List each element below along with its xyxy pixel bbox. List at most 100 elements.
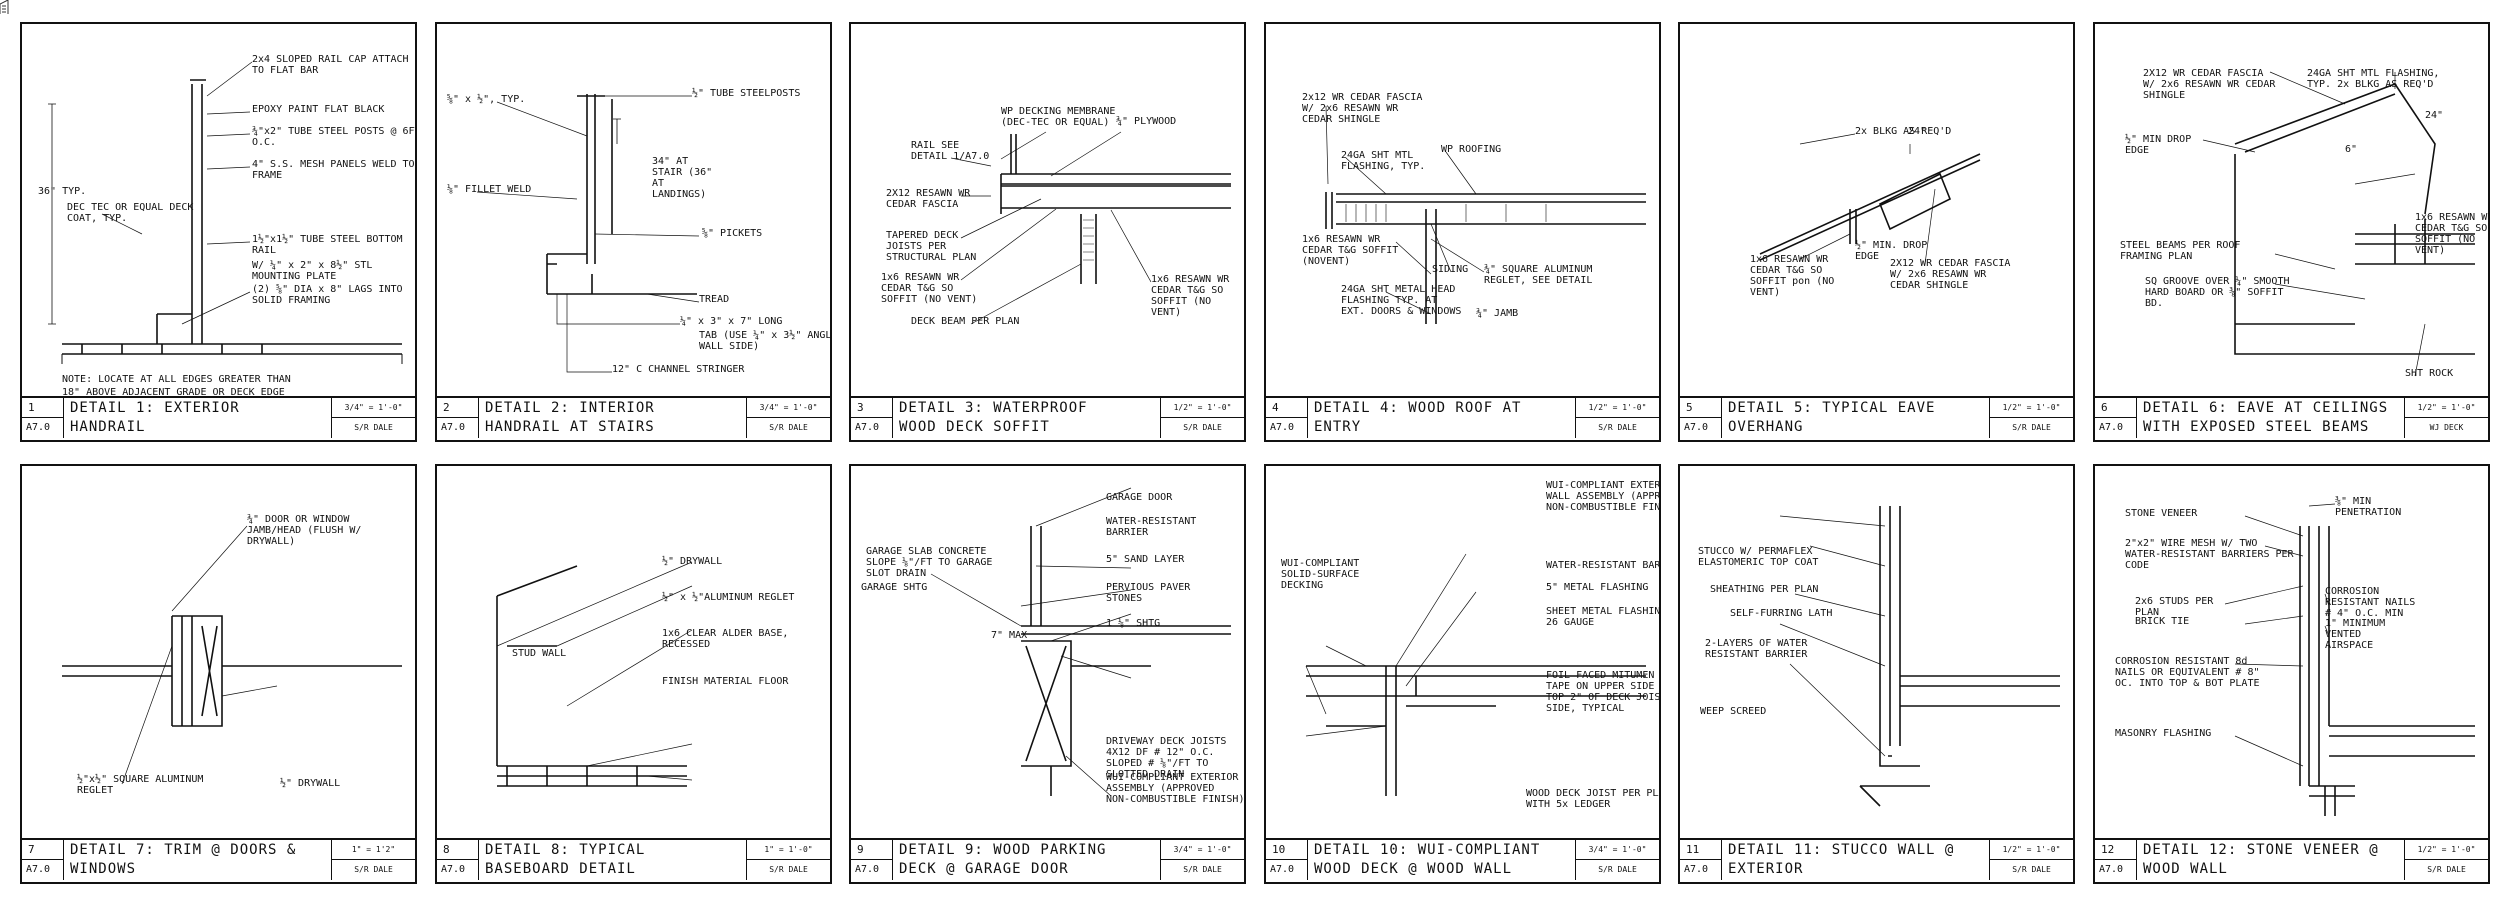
callout-label: NOTE: LOCATE AT ALL EDGES GREATER THAN — [62, 374, 291, 385]
callout-label: TREAD — [699, 294, 729, 305]
detail-title-line2: EXTERIOR — [1728, 861, 1804, 877]
callout-label: TAB (USE ¼" x 3½" ANGLE ATWALL SIDE) — [699, 329, 830, 352]
detail-number: 7 — [22, 840, 64, 860]
sheet-number: A7.0 — [2095, 860, 2137, 880]
callout-label: 24" — [2425, 110, 2443, 121]
sheet-number: A7.0 — [1680, 418, 1722, 438]
drawn-by: WJ DECK — [2404, 418, 2488, 438]
detail-scale: 1/2" = 1'-0" — [1989, 840, 2073, 860]
sheet-number: A7.0 — [437, 860, 479, 880]
detail-scale: 1/2" = 1'-0" — [1160, 398, 1244, 418]
detail-drawing-10: WUI-COMPLIANT EXTERIORWALL ASSEMBLY (APP… — [1266, 466, 1659, 840]
detail-linework: WP DECKING MEMBRANE(DEC-TEC OR EQUAL)¾" … — [881, 106, 1231, 327]
callout-label: MASONRY FLASHING — [2115, 728, 2211, 739]
drawn-by: S/R DALE — [331, 860, 415, 880]
callout-label: ⅛" FILLET WELD — [447, 183, 531, 195]
detail-title-line2: HANDRAIL AT STAIRS — [485, 419, 655, 435]
detail-title-line1: DETAIL 6: EAVE AT CEILINGS — [2143, 400, 2389, 416]
detail-scale: 1/2" = 1'-0" — [2404, 398, 2488, 418]
detail-scale: 3/4" = 1'-0" — [1575, 840, 1659, 860]
detail-number: 10 — [1266, 840, 1308, 860]
detail-number: 12 — [2095, 840, 2137, 860]
detail-title-line1: DETAIL 5: TYPICAL EAVE — [1728, 400, 1936, 416]
callout-label: WP ROOFING — [1441, 144, 1501, 155]
detail-title-line2: WINDOWS — [70, 861, 137, 877]
detail-number: 1 — [22, 398, 64, 418]
detail-title-line1: DETAIL 7: TRIM @ DOORS & — [70, 842, 297, 858]
sheet-number: A7.0 — [1680, 860, 1722, 880]
detail-scale: 3/4" = 1'-0" — [331, 398, 415, 418]
detail-title-line2: WOOD DECK @ WOOD WALL — [1314, 861, 1513, 877]
detail-panel-3: WP DECKING MEMBRANE(DEC-TEC OR EQUAL)¾" … — [849, 22, 1246, 442]
sheet-number: A7.0 — [22, 860, 64, 880]
detail-number: 4 — [1266, 398, 1308, 418]
detail-number: 6 — [2095, 398, 2137, 418]
detail-title-line1: DETAIL 8: TYPICAL — [485, 842, 646, 858]
callout-label: WEEP SCREED — [1700, 706, 1766, 717]
drawn-by: S/R DALE — [1160, 860, 1244, 880]
detail-title-line1: DETAIL 3: WATERPROOF — [899, 400, 1088, 416]
detail-title-line2: ENTRY — [1314, 419, 1362, 435]
callout-label: WP DECKING MEMBRANE(DEC-TEC OR EQUAL) — [1001, 106, 1115, 128]
callout-label: FINISH MATERIAL FLOOR — [662, 676, 789, 687]
sheet-number: A7.0 — [2095, 418, 2137, 438]
detail-title-line1: DETAIL 11: STUCCO WALL @ — [1728, 842, 1955, 858]
callout-label: SIDING — [1432, 264, 1468, 275]
detail-number: 2 — [437, 398, 479, 418]
drawn-by: S/R DALE — [1989, 418, 2073, 438]
callout-label: ¾" PLYWOOD — [1116, 115, 1176, 127]
sheet-number: A7.0 — [1266, 860, 1308, 880]
drawn-by: S/R DALE — [331, 418, 415, 438]
detail-number: 11 — [1680, 840, 1722, 860]
drawn-by: S/R DALE — [1989, 860, 2073, 880]
drawn-by: S/R DALE — [2404, 860, 2488, 880]
callout-label: WUI-COMPLIANT EXTERIORWALL ASSEMBLY (APP… — [1546, 480, 1659, 513]
callout-label: BRICK TIE — [2135, 616, 2189, 627]
